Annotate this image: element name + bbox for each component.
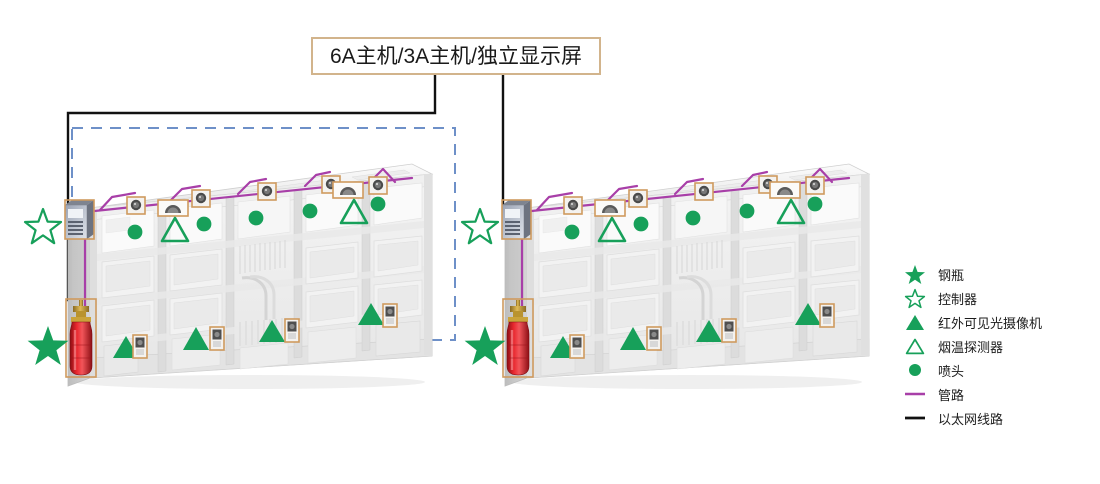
right-rack-detector-device-2: [769, 181, 801, 199]
camera-symbol: [795, 303, 821, 325]
right-rack-wall-camera-4: [819, 303, 835, 328]
right-rack-detectors: [597, 198, 806, 243]
legend-item-camera: 红外可见光摄像机: [898, 310, 1098, 334]
left-rack-controller-device: [64, 199, 95, 240]
detector-symbol: [160, 216, 190, 243]
legend-item-detector: 烟温探测器: [898, 334, 1098, 358]
legend-label-nozzle: 喷头: [938, 363, 965, 379]
left-rack-cylinder-device: [65, 298, 97, 378]
detector-symbol: [776, 198, 806, 225]
camera-symbol: [259, 320, 285, 342]
filled-star-icon: [898, 262, 932, 286]
camera-symbol: [183, 327, 209, 350]
host-title-box: 6A主机/3A主机/独立显示屏: [311, 37, 601, 75]
legend-label-camera: 红外可见光摄像机: [938, 315, 1043, 331]
left-rack-wall-camera-1: [132, 334, 148, 359]
nozzle: [127, 224, 143, 240]
left-rack-controller-symbol: [23, 207, 63, 245]
nozzle: [739, 203, 755, 219]
legend-label-controller: 控制器: [938, 291, 978, 307]
detector-symbol: [597, 216, 627, 243]
detector-symbol: [339, 198, 369, 225]
ethernet-line-icon: [898, 406, 932, 430]
left-rack-wall-camera-3: [284, 318, 300, 343]
nozzle: [196, 216, 212, 232]
nozzle: [807, 196, 823, 212]
left-rack-camera-device-1: [126, 196, 146, 215]
right-rack-detector-device-1: [594, 199, 626, 217]
right-rack-wall-camera-2: [646, 326, 662, 351]
left-rack-camera-device-3: [257, 182, 277, 201]
nozzle: [633, 216, 649, 232]
filled-circle-icon: [898, 358, 932, 382]
pipe-line-icon: [898, 382, 932, 406]
right-rack-controller-device: [501, 199, 532, 240]
legend-item-nozzle: 喷头: [898, 358, 1098, 382]
left-rack-detectors: [160, 198, 369, 243]
camera-symbol: [358, 303, 384, 325]
legend-item-ethernet: 以太网线路: [898, 406, 1098, 430]
filled-triangle-icon: [898, 310, 932, 334]
left-rack-detector-device-1: [157, 199, 189, 217]
left-rack-wall-camera-4: [382, 303, 398, 328]
right-rack-camera-device-5: [805, 176, 825, 195]
left-rack-camera-device-5: [368, 176, 388, 195]
legend-item-controller: 控制器: [898, 286, 1098, 310]
legend-item-cylinder: 钢瓶: [898, 262, 1098, 286]
legend-label-ethernet: 以太网线路: [938, 411, 1004, 427]
nozzle: [248, 210, 264, 226]
right-rack-cylinder-symbol: [464, 326, 506, 365]
right-rack-camera-device-2: [628, 189, 648, 208]
right-rack-camera-device-3: [694, 182, 714, 201]
right-rack-controller-symbol: [460, 207, 500, 245]
nozzle: [685, 210, 701, 226]
left-rack-cylinder-symbol: [27, 326, 69, 365]
legend-label-detector: 烟温探测器: [938, 339, 1004, 355]
right-rack-wall-camera-1: [569, 334, 585, 359]
right-rack-cylinder-device: [502, 298, 534, 378]
camera-symbol: [620, 327, 646, 350]
right-rack-nozzles: [564, 196, 823, 240]
outline-star-icon: [898, 286, 932, 310]
nozzle: [564, 224, 580, 240]
legend: 钢瓶 控制器 红外可见光摄像机 烟温探测器 喷头: [898, 262, 1098, 430]
right-rack-camera-device-1: [563, 196, 583, 215]
nozzle: [370, 196, 386, 212]
left-rack-detector-device-2: [332, 181, 364, 199]
left-rack-wall-camera-2: [209, 326, 225, 351]
left-rack-camera-device-2: [191, 189, 211, 208]
legend-item-pipe: 管路: [898, 382, 1098, 406]
left-rack-nozzles: [127, 196, 386, 240]
nozzle: [302, 203, 318, 219]
right-rack-wall-camera-3: [721, 318, 737, 343]
outline-triangle-icon: [898, 334, 932, 358]
legend-label-pipe: 管路: [938, 387, 965, 403]
camera-symbol: [696, 320, 722, 342]
legend-label-cylinder: 钢瓶: [938, 267, 965, 283]
host-title-text: 6A主机/3A主机/独立显示屏: [329, 44, 583, 68]
